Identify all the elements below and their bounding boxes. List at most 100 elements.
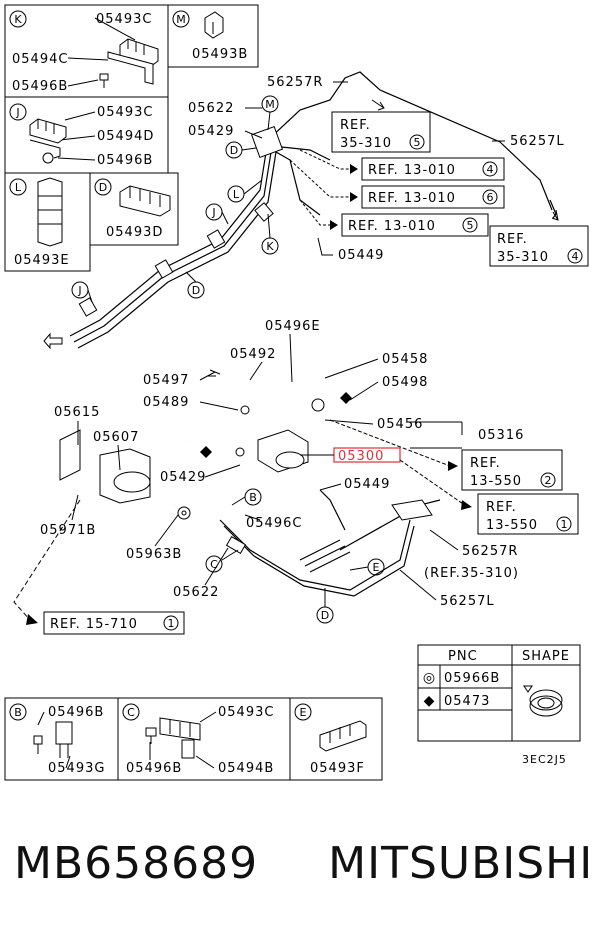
bracket-icon	[29, 139, 61, 159]
svg-text:35-310: 35-310	[340, 136, 392, 151]
bracket-icon	[391, 499, 433, 521]
svg-text:05493C: 05493C	[96, 12, 152, 27]
svg-text:05966B: 05966B	[444, 671, 500, 686]
parts-diagram: K 05493C 05494C 05496B M 05493B J 05493C…	[4, 4, 589, 781]
svg-text:1: 1	[561, 518, 568, 531]
bracket-icon	[59, 429, 81, 481]
svg-text:PNC: PNC	[448, 649, 478, 664]
svg-text:56257L: 56257L	[510, 134, 565, 149]
bolt-icon	[145, 727, 157, 744]
svg-text:REF.: REF.	[486, 500, 517, 515]
svg-text:05496B: 05496B	[126, 761, 182, 776]
svg-text:J: J	[77, 284, 81, 297]
svg-text:05494C: 05494C	[12, 52, 68, 67]
svg-text:REF. 15-710: REF. 15-710	[50, 617, 138, 632]
svg-text:05493D: 05493D	[106, 225, 163, 240]
clip-icon	[204, 11, 224, 39]
svg-text:J: J	[211, 206, 215, 219]
svg-text:05971B: 05971B	[40, 523, 96, 538]
bolt-icon	[33, 735, 43, 754]
svg-text:05496B: 05496B	[48, 705, 104, 720]
svg-text:05497: 05497	[143, 373, 189, 388]
inset-d-frame	[89, 172, 179, 246]
svg-text:05607: 05607	[93, 430, 139, 445]
svg-text:05449: 05449	[338, 248, 384, 263]
svg-text:D: D	[99, 181, 107, 194]
svg-text:05496B: 05496B	[97, 153, 153, 168]
hose-clamp-icon	[523, 685, 563, 717]
svg-text:4: 4	[572, 250, 579, 263]
svg-text:35-310: 35-310	[497, 250, 549, 265]
lower-pipe-assembly	[59, 369, 441, 597]
upper-refs: REF. 35-310 5 REF. 13-010 4 REF. 13-010 …	[289, 99, 589, 267]
inset-c: C 05493C 05496B 05494B	[122, 703, 274, 776]
svg-text:56257R: 56257R	[462, 544, 518, 559]
svg-text:05458: 05458	[382, 352, 428, 367]
svg-text:05456: 05456	[377, 417, 423, 432]
svg-text:C: C	[127, 706, 135, 719]
inset-k: K 05493C 05494C 05496B	[9, 10, 159, 94]
svg-text:05429: 05429	[188, 124, 234, 139]
clip-icon	[319, 720, 367, 752]
svg-text:K: K	[14, 13, 22, 26]
inset-m: M 05493B	[172, 10, 248, 62]
svg-text:05496B: 05496B	[12, 79, 68, 94]
svg-text:K: K	[266, 240, 274, 253]
svg-text:REF.: REF.	[497, 232, 528, 247]
svg-text:05493B: 05493B	[192, 47, 248, 62]
clip-icon	[37, 177, 63, 247]
svg-text:05963B: 05963B	[126, 547, 182, 562]
part-number: MB658689	[14, 838, 259, 889]
svg-text:05494D: 05494D	[97, 129, 154, 144]
svg-text:REF. 13-010: REF. 13-010	[348, 219, 436, 234]
svg-text:REF.: REF.	[470, 456, 501, 471]
clip-icon	[55, 721, 73, 758]
inset-e: E 05493F	[294, 703, 367, 776]
svg-text:56257L: 56257L	[440, 594, 495, 609]
clamp-icon	[29, 118, 67, 144]
clamp-icon	[119, 185, 171, 217]
svg-text:05494B: 05494B	[218, 761, 274, 776]
svg-text:05493F: 05493F	[310, 761, 365, 776]
svg-text:SHAPE: SHAPE	[522, 649, 570, 664]
upper-pipe-assembly	[43, 71, 557, 350]
svg-text:05615: 05615	[54, 405, 100, 420]
svg-text:05492: 05492	[230, 347, 276, 362]
svg-text:56257R: 56257R	[267, 75, 323, 90]
svg-text:05493E: 05493E	[14, 253, 70, 268]
svg-text:05493C: 05493C	[97, 105, 153, 120]
svg-text:E: E	[300, 706, 307, 719]
svg-text:5: 5	[467, 219, 474, 232]
svg-text:5: 5	[414, 136, 421, 149]
svg-text:05496E: 05496E	[265, 319, 321, 334]
svg-text:B: B	[14, 706, 22, 719]
upper-callouts: M D L J K J D	[71, 95, 279, 303]
svg-text:05449: 05449	[344, 477, 390, 492]
svg-text:05473: 05473	[444, 694, 490, 709]
upper-labels: 56257R 05622 05429 56257L 05449	[188, 75, 565, 263]
svg-text:05622: 05622	[173, 585, 219, 600]
inset-m-frame	[167, 4, 259, 68]
pnc-table: PNC SHAPE ◎ 05966B ◆ 05473	[417, 644, 581, 742]
svg-text:B: B	[249, 491, 257, 504]
svg-text:05498: 05498	[382, 375, 428, 390]
svg-text:(REF.35-310): (REF.35-310)	[424, 566, 519, 581]
svg-text:◎: ◎	[423, 670, 435, 686]
bracket-icon	[181, 739, 195, 759]
lower-labels: 05496E 05492 05458 05497 05498 05489 056…	[40, 319, 523, 609]
svg-text:REF.: REF.	[340, 118, 371, 133]
clamp-icon	[159, 717, 201, 741]
svg-text:REF. 13-010: REF. 13-010	[368, 163, 456, 178]
svg-text:05429: 05429	[160, 470, 206, 485]
bolt-icon	[99, 73, 109, 88]
lower-refs: REF. 13-550 2 REF. 13-550 1 (REF.35-310)…	[13, 419, 579, 635]
svg-text:6: 6	[487, 191, 494, 204]
svg-text:REF. 13-010: REF. 13-010	[368, 191, 456, 206]
svg-text:L: L	[233, 188, 240, 201]
svg-text:4: 4	[487, 163, 494, 176]
svg-text:◆: ◆	[424, 693, 435, 709]
svg-text:13-550: 13-550	[470, 474, 522, 489]
inset-d: D 05493D	[94, 178, 171, 240]
svg-text:1: 1	[168, 617, 175, 630]
svg-text:E: E	[373, 561, 380, 574]
